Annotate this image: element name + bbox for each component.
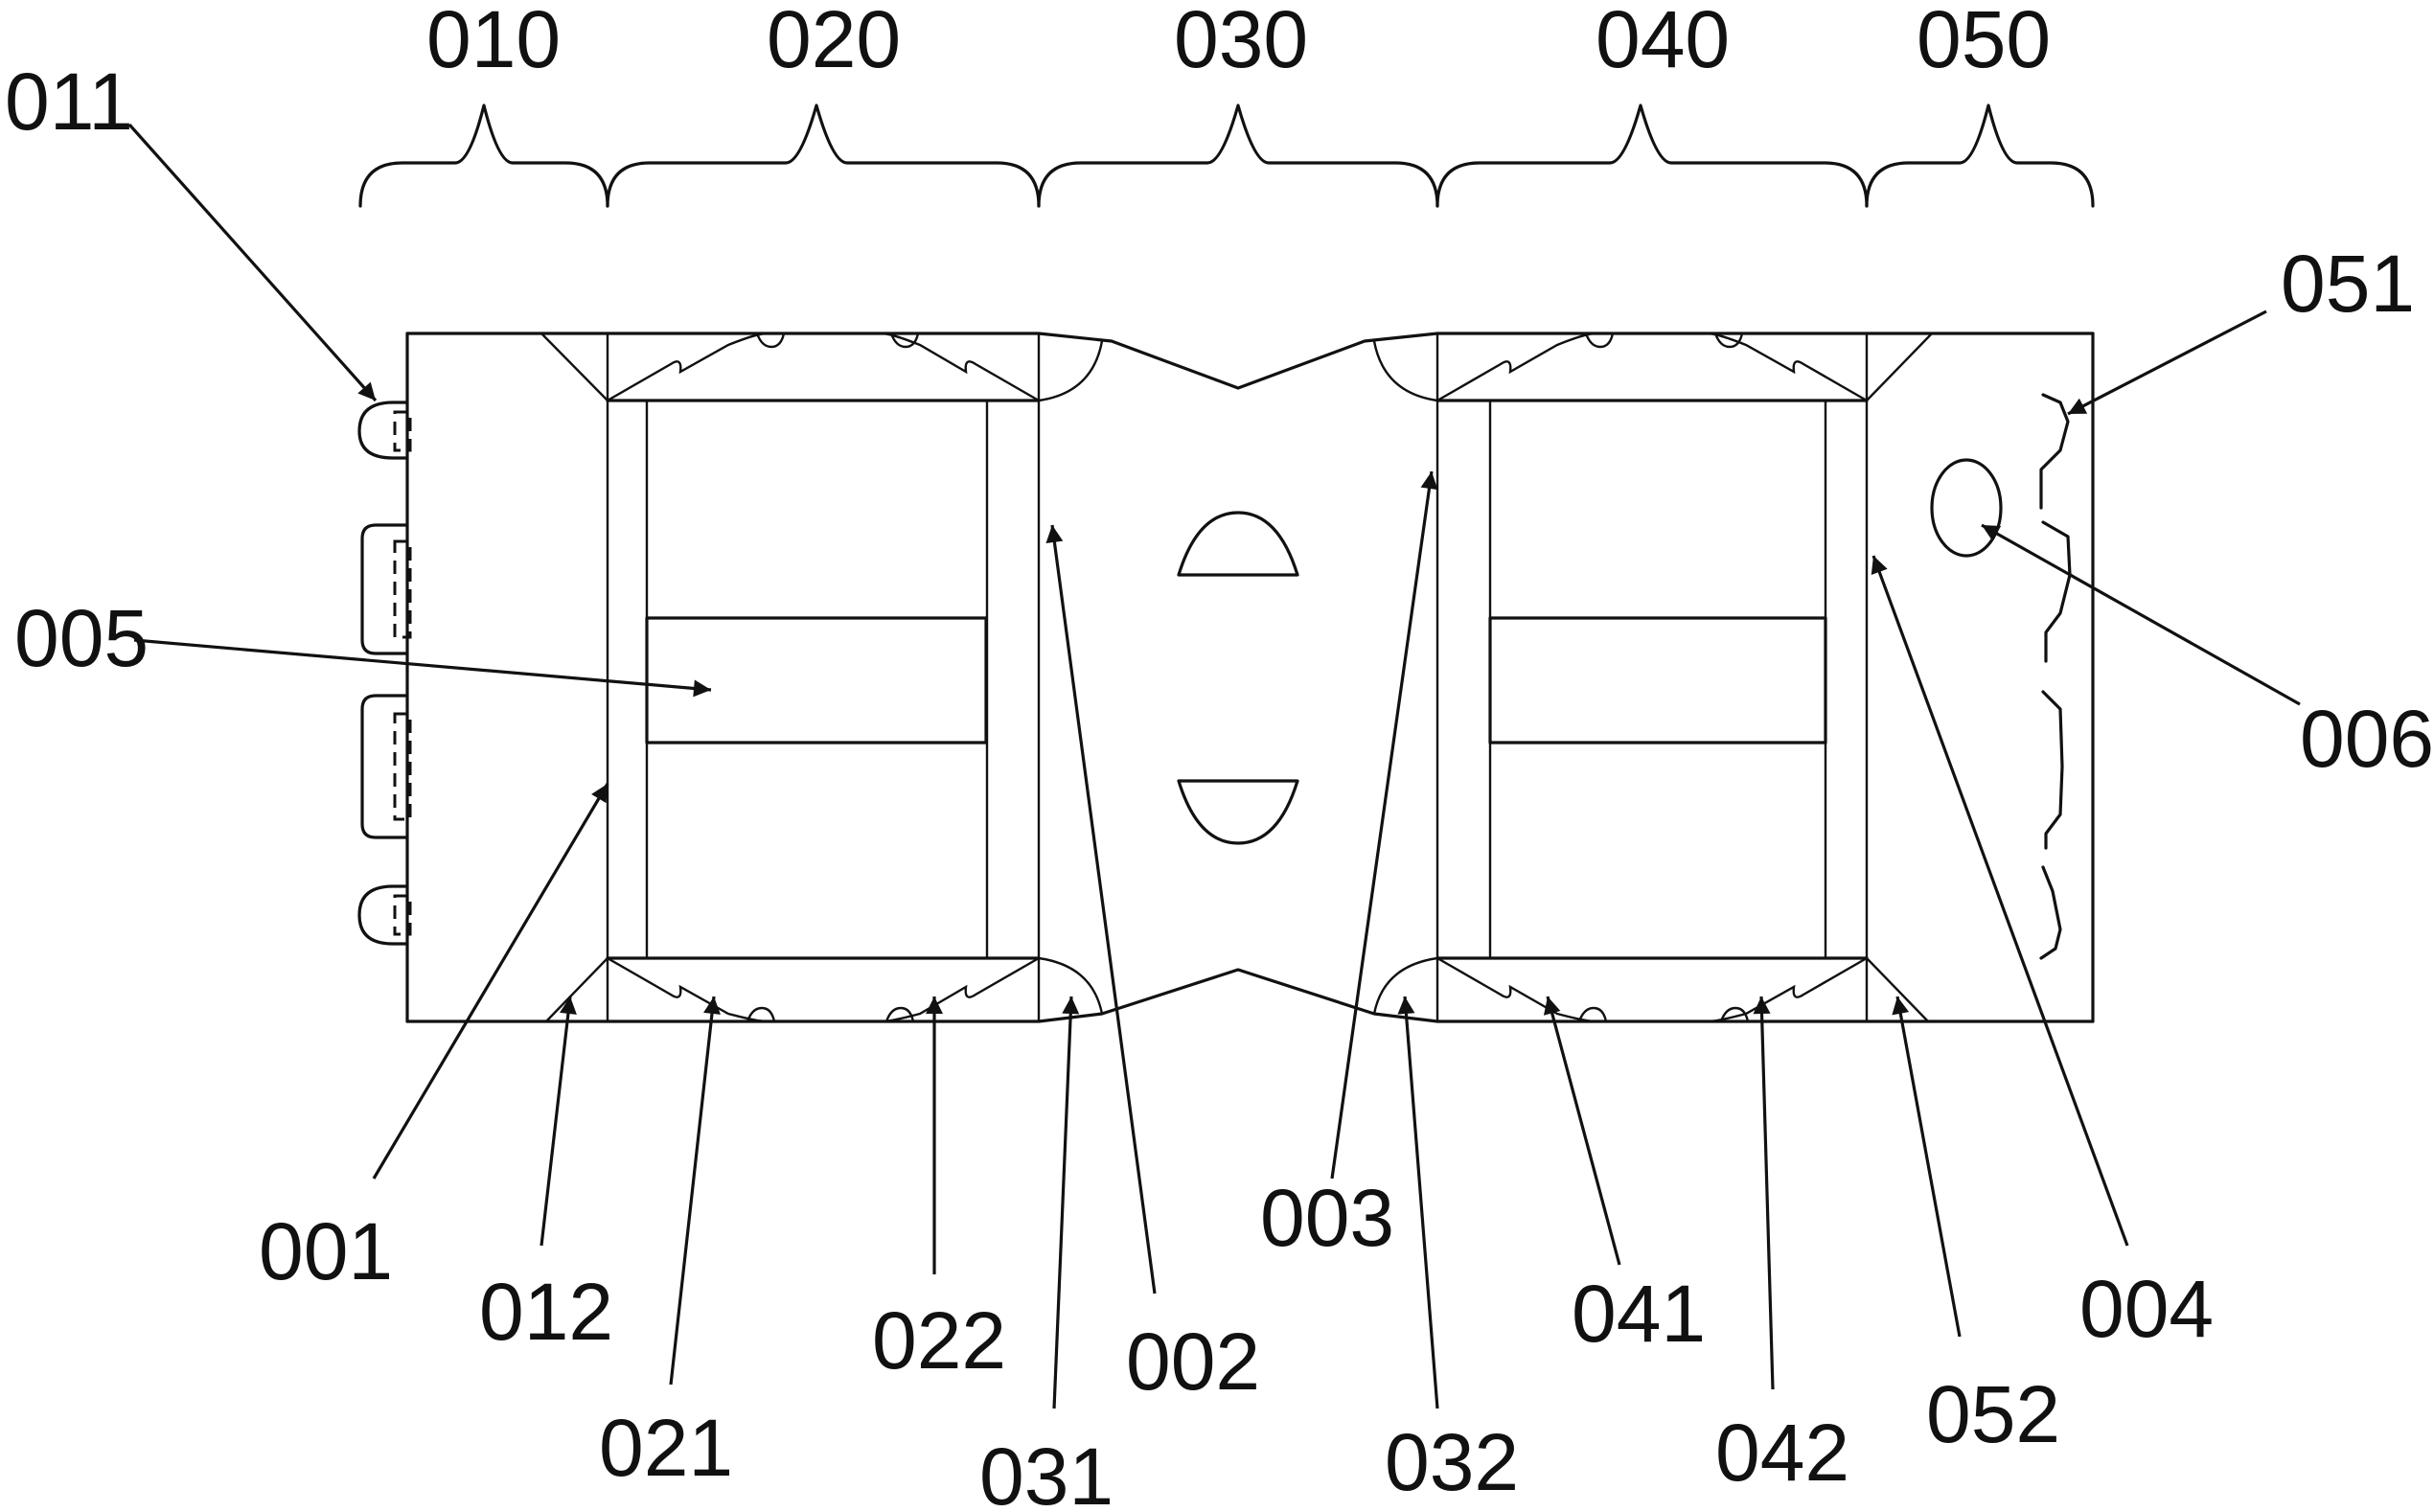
callout-021: 021 [599,1403,733,1493]
locking-slits-051 [2039,393,2072,960]
cutout-030-top [1177,511,1299,577]
leader-lines [127,123,2301,1409]
section-label-050: 050 [1917,0,2051,84]
section-labels: 010 020 030 040 050 [426,0,2051,84]
section-label-030: 030 [1174,0,1308,84]
brace-020 [606,103,1041,208]
callout-labels: 011 005 001 012 021 022 031 002 003 032 … [5,57,2434,1512]
inner-frames [606,333,1869,1021]
section-label-020: 020 [767,0,901,84]
section-braces [358,103,2095,208]
callout-001: 001 [259,1206,393,1296]
brace-030 [1037,103,1439,208]
callout-031: 031 [979,1432,1114,1512]
cutout-030-bottom [1177,779,1299,845]
callout-041: 041 [1572,1269,1706,1359]
callout-032: 032 [1385,1417,1519,1507]
callout-002: 002 [1126,1317,1260,1407]
callout-042: 042 [1715,1408,1849,1498]
blank-outline [405,332,2095,1023]
outline-top-edge [405,332,2095,390]
outline-bottom-edge [405,968,2095,1023]
hole-006 [1930,458,2003,558]
brace-050 [1865,103,2095,208]
brace-040 [1435,103,1869,208]
callout-052: 052 [1926,1369,2060,1459]
brace-010 [358,103,609,208]
callout-006: 006 [2300,694,2434,784]
corner-folds [540,332,1933,1023]
window-005-left [645,616,988,745]
callout-011: 011 [5,57,133,147]
window-005-right [1488,616,1827,745]
callout-022: 022 [872,1295,1006,1386]
tabs-011 [357,401,412,946]
callout-003: 003 [1260,1173,1394,1263]
callout-005: 005 [14,593,149,683]
callout-004: 004 [2079,1264,2214,1354]
callout-051: 051 [2281,239,2415,329]
section-label-010: 010 [426,0,561,84]
callout-012: 012 [479,1267,613,1357]
section-label-040: 040 [1596,0,1730,84]
